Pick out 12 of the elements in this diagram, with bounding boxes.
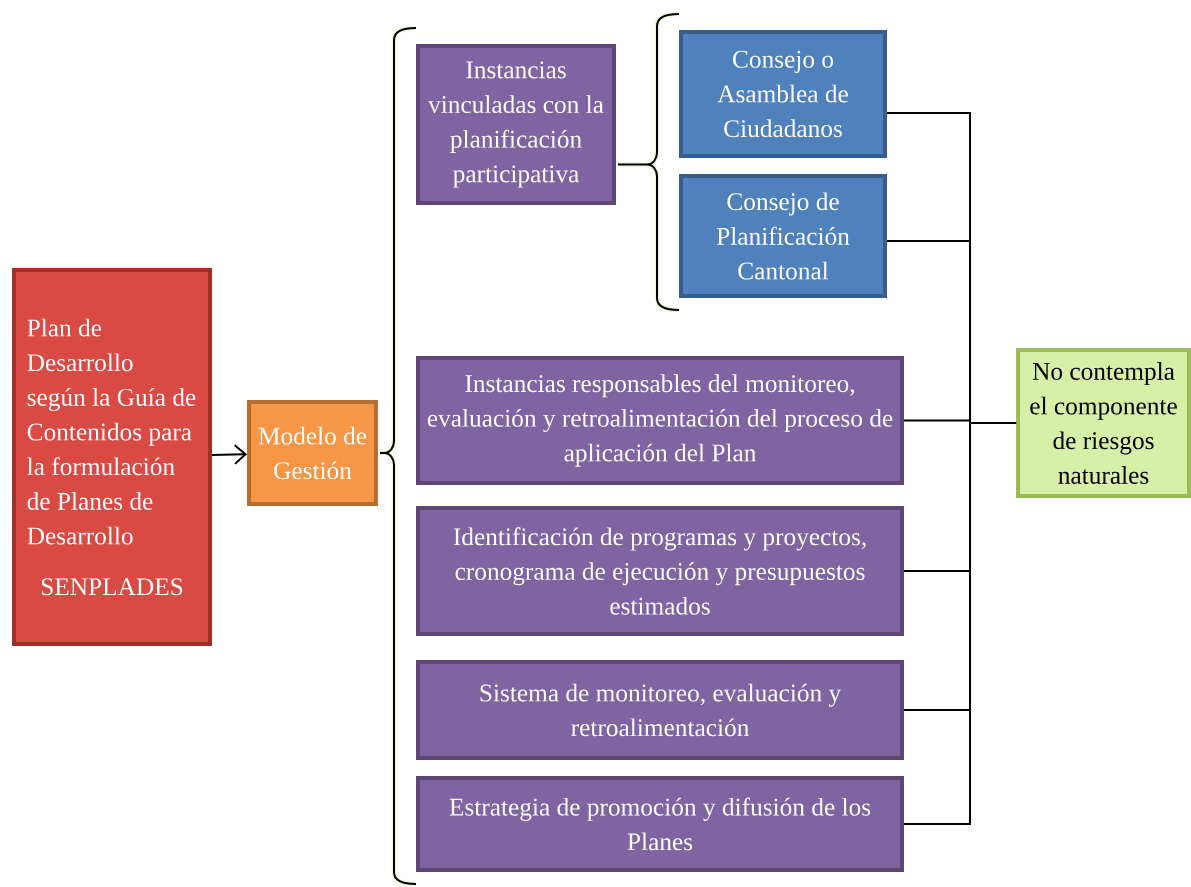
arrow (211, 444, 248, 465)
process-box: Consejo o Asamblea de Ciudadanos (679, 30, 887, 158)
process-box: Estrategia de promoción y difusión de los Planes (416, 776, 904, 872)
connector-line (903, 422, 1018, 825)
process-box: Instancias responsables del monitoreo, evaluación y retroalimentación del proceso de aplicación del Plan (416, 355, 904, 486)
process-box: Instancias vinculadas con la planificación participativa (416, 43, 616, 206)
process-box: Consejo de Planificación Cantonal (679, 174, 887, 298)
process-box: Plan de Desarrollo según la Guía de Contenidos para la formulación de Planes de Desarrollo SENPLADES (12, 268, 212, 646)
result-box: No contempla el componente de riesgos naturales (1016, 348, 1191, 498)
process-box: Sistema de monitoreo, evaluación y retroalimentación (416, 660, 904, 760)
process-box: Modelo de Gestión (247, 400, 378, 506)
process-box: Identificación de programas y proyectos, cronograma de ejecución y presupuestos estimados (416, 506, 904, 636)
